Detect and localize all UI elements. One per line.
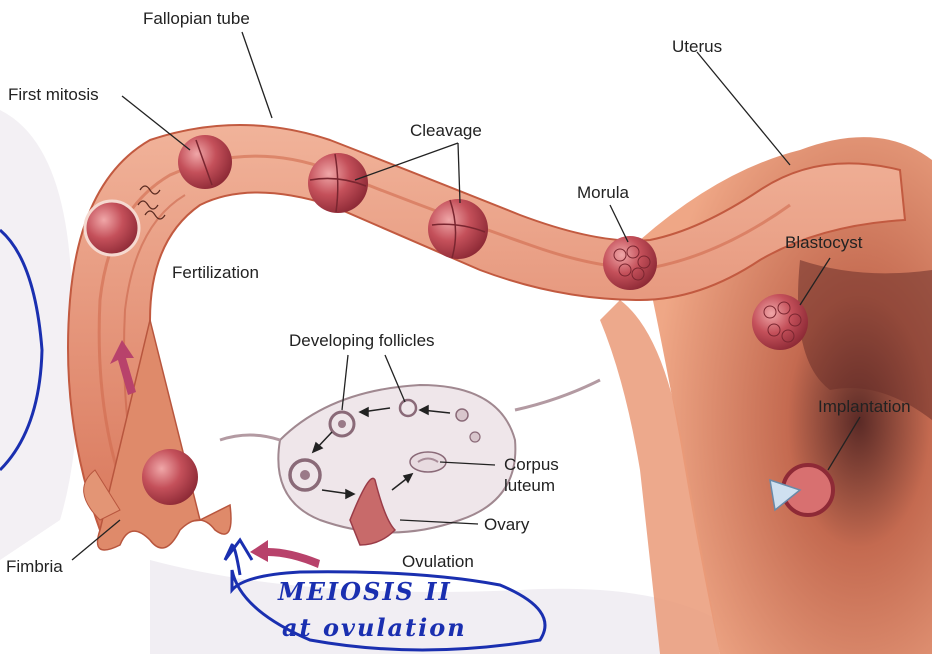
first-mitosis-cell <box>178 135 232 189</box>
label-fertilization: Fertilization <box>172 264 259 283</box>
cleavage-cell-2 <box>428 199 488 259</box>
label-corpus-luteum-2: luteum <box>504 477 555 496</box>
blastocyst-cell <box>752 294 808 350</box>
label-corpus-luteum-1: Corpus <box>504 456 559 475</box>
label-fallopian-tube: Fallopian tube <box>143 10 250 29</box>
label-developing-follicles: Developing follicles <box>289 332 435 351</box>
label-ovulation: Ovulation <box>402 553 474 572</box>
note-line-1: MEIOSIS II <box>277 577 452 606</box>
note-line-2: at ovulation <box>282 613 467 642</box>
label-uterus: Uterus <box>672 38 722 57</box>
fertilized-egg <box>85 201 139 255</box>
morula-cell <box>603 236 657 290</box>
label-cleavage: Cleavage <box>410 122 482 141</box>
label-ovary: Ovary <box>484 516 529 535</box>
label-blastocyst: Blastocyst <box>785 234 862 253</box>
ovulated-egg <box>142 449 198 505</box>
label-first-mitosis: First mitosis <box>8 86 99 105</box>
label-fimbria: Fimbria <box>6 558 63 577</box>
label-morula: Morula <box>577 184 629 203</box>
label-implantation: Implantation <box>818 398 911 417</box>
